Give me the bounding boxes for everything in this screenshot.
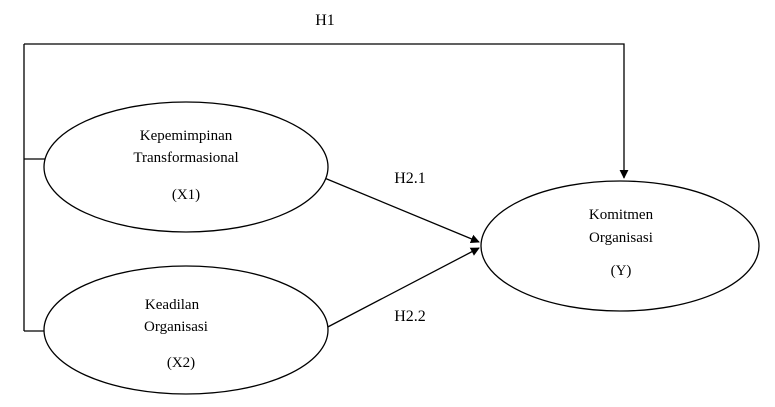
node-x2-line1: Keadilan (145, 297, 200, 313)
node-y-shape (480, 180, 760, 312)
node-x2-code: (X2) (167, 355, 195, 371)
h22-arrow (321, 247, 480, 331)
edge-label-h21: H2.1 (394, 170, 426, 187)
node-x1-shape (43, 101, 329, 233)
node-x1-line1: Kepemimpinan (140, 128, 233, 144)
node-x2: Keadilan Organisasi (X2) (43, 265, 329, 395)
h1-connector (24, 43, 629, 179)
node-x2-line2: Organisasi (144, 319, 208, 335)
node-y: Komitmen Organisasi (Y) (480, 180, 760, 312)
node-y-code: (Y) (611, 263, 632, 279)
edge-label-h1: H1 (315, 12, 335, 29)
node-x1: Kepemimpinan Transformasional (X1) (43, 101, 329, 233)
node-x1-line2: Transformasional (133, 150, 238, 166)
node-y-line1: Komitmen (589, 207, 654, 223)
edge-label-h22: H2.2 (394, 308, 426, 325)
h21-arrow (321, 176, 480, 244)
node-x2-shape (43, 265, 329, 395)
node-y-line2: Organisasi (589, 230, 653, 246)
node-x1-code: (X1) (172, 187, 200, 203)
